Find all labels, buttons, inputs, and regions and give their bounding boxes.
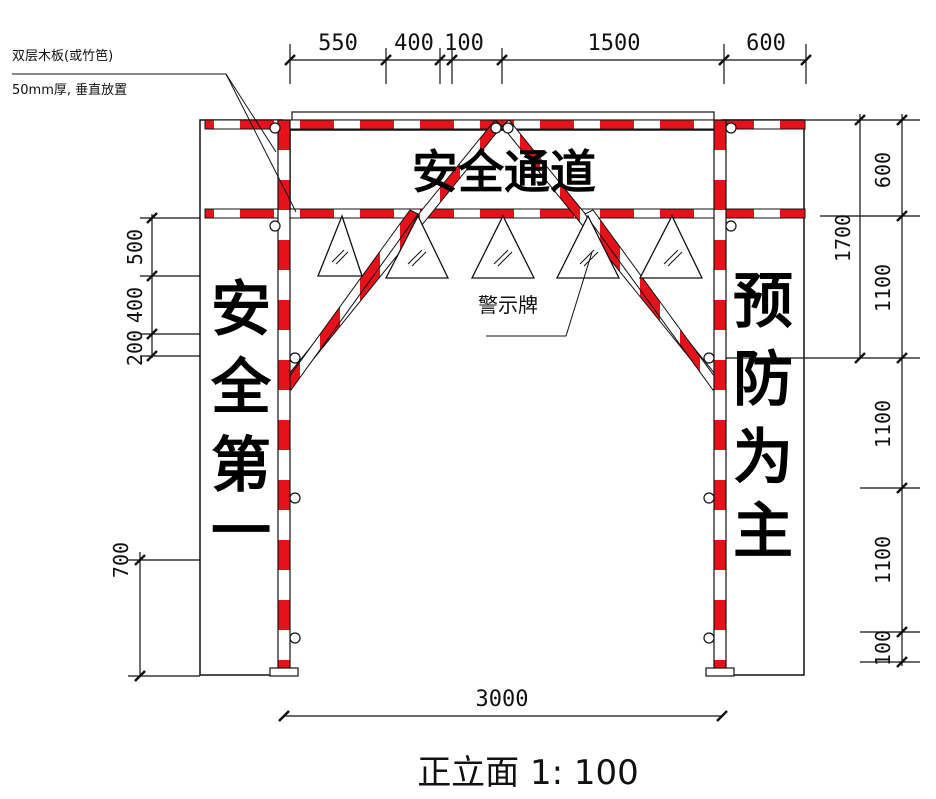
dim-100-right: 100: [871, 630, 895, 666]
dim-600-right: 600: [871, 152, 895, 188]
top-dimensions: [284, 44, 812, 84]
couplers: [269, 122, 737, 644]
right-post: [713, 119, 727, 671]
warning-triangle-icon: [384, 214, 450, 279]
svg-text:主: 主: [733, 497, 793, 567]
warning-triangle-icon: [555, 214, 621, 279]
right-post-base: [705, 667, 735, 677]
right-slogan: 预 防 为 主: [733, 267, 793, 567]
dim-1700: 1700: [831, 214, 855, 262]
dim-1100-a: 1100: [871, 264, 895, 312]
middle-crossbar: [204, 208, 806, 219]
bottom-dimension: [278, 710, 728, 722]
svg-text:一: 一: [211, 497, 271, 567]
dim-550: 550: [318, 31, 358, 56]
svg-text:预: 预: [733, 267, 793, 337]
right-dimensions: [722, 114, 920, 668]
dim-1100-b: 1100: [871, 400, 895, 448]
left-dimensions: [128, 212, 200, 682]
note-line-2: 50mm厚, 垂直放置: [12, 83, 127, 98]
svg-text:全: 全: [210, 353, 272, 423]
dim-400-left: 400: [123, 287, 147, 323]
dim-400: 400: [394, 31, 434, 56]
svg-text:防: 防: [733, 345, 793, 415]
left-slogan: 安 全 第 一: [210, 275, 272, 567]
warning-triangle-icon: [638, 214, 704, 279]
sign-label: 警示牌: [478, 293, 538, 317]
left-post-base: [269, 667, 299, 677]
svg-text:安: 安: [211, 275, 271, 345]
warning-triangle-icon: [470, 214, 536, 279]
dim-1100-c: 1100: [871, 536, 895, 584]
dim-700-left: 700: [109, 542, 133, 578]
dim-3000: 3000: [476, 687, 529, 712]
dim-200-left: 200: [123, 330, 147, 366]
warning-triangle-icon: [317, 214, 363, 277]
left-post: [277, 119, 291, 671]
dim-500-left: 500: [123, 229, 147, 265]
note-line-1: 双层木板(或竹笆): [12, 48, 113, 64]
drawing-caption: 正立面 1: 100: [417, 753, 639, 793]
top-plank-board: [291, 111, 715, 121]
dim-1500: 1500: [588, 31, 641, 56]
warning-signs: [317, 214, 704, 279]
svg-text:第: 第: [211, 431, 271, 501]
dim-600-top: 600: [746, 31, 786, 56]
svg-text:为: 为: [733, 423, 793, 493]
sign-leader: [486, 251, 593, 337]
banner-text: 安全通道: [412, 145, 596, 199]
dim-100-top: 100: [444, 31, 484, 56]
